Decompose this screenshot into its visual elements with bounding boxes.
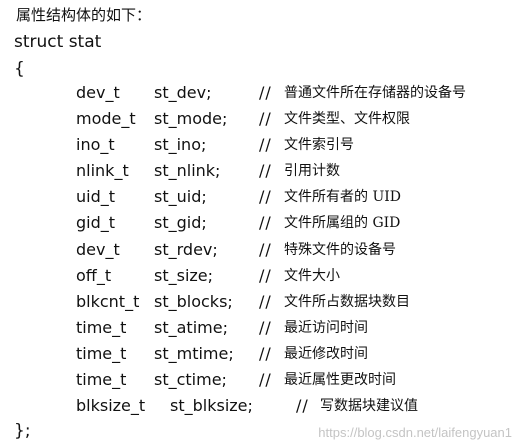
comment-marker: //: [259, 83, 272, 102]
field-type: dev_t: [76, 83, 120, 102]
field-type: blksize_t: [76, 396, 146, 416]
comment-marker: //: [296, 396, 309, 416]
field-comment: 写数据块建议值: [320, 398, 418, 415]
field-type: ino_t: [76, 135, 115, 155]
comment-marker: //: [259, 161, 272, 181]
open-brace: {: [14, 59, 25, 79]
field-comment: 引用计数: [284, 163, 340, 180]
struct-field-st-rdev: dev_t st_rdev; // 特殊文件的设备号: [0, 240, 518, 266]
field-comment: 文件类型、文件权限: [284, 111, 410, 128]
comment-marker: //: [259, 343, 272, 363]
struct-declaration: struct stat: [14, 32, 102, 52]
field-comment: 文件所有者的 UID: [284, 189, 402, 206]
struct-field-st-blksize: blksize_t st_blksize; // 写数据块建议值: [0, 396, 518, 422]
struct-field-st-ctime: time_t st_ctime; // 最近属性更改时间: [0, 370, 518, 396]
field-type: blkcnt_t: [76, 291, 140, 311]
field-comment: 最近属性更改时间: [284, 372, 396, 389]
struct-field-st-mtime: time_t st_mtime; // 最近修改时间: [0, 344, 518, 370]
watermark-url: https://blog.csdn.net/laifengyuan1: [318, 425, 512, 440]
field-name: st_blocks;: [154, 291, 233, 311]
comment-marker: //: [259, 265, 272, 285]
field-name: st_mtime;: [154, 343, 234, 363]
field-comment: 最近访问时间: [284, 319, 368, 336]
field-name: st_uid;: [154, 187, 207, 207]
field-type: nlink_t: [76, 161, 129, 181]
field-name: st_mode;: [154, 109, 228, 129]
field-name: st_dev;: [154, 83, 212, 102]
struct-field-st-atime: time_t st_atime; // 最近访问时间: [0, 318, 518, 344]
field-name: st_blksize;: [170, 396, 253, 416]
field-name: st_rdev;: [154, 239, 218, 259]
field-type: time_t: [76, 343, 127, 363]
field-comment: 文件所占数据块数目: [284, 293, 410, 310]
field-type: time_t: [76, 370, 127, 390]
field-name: st_size;: [154, 265, 214, 285]
comment-marker: //: [259, 213, 272, 233]
struct-field-list: dev_t st_dev; // 普通文件所在存储器的设备号 mode_t st…: [0, 83, 518, 422]
struct-field-st-nlink: nlink_t st_nlink; // 引用计数: [0, 161, 518, 187]
struct-field-st-ino: ino_t st_ino; // 文件索引号: [0, 135, 518, 161]
field-type: off_t: [76, 265, 112, 285]
field-type: gid_t: [76, 213, 116, 233]
field-type: dev_t: [76, 239, 120, 259]
field-comment: 普通文件所在存储器的设备号: [284, 85, 466, 101]
field-comment: 文件索引号: [284, 137, 354, 154]
field-comment: 最近修改时间: [284, 345, 368, 362]
field-comment: 特殊文件的设备号: [284, 241, 396, 258]
field-name: st_ctime;: [154, 370, 227, 390]
close-brace: };: [14, 421, 31, 441]
comment-marker: //: [259, 135, 272, 155]
intro-text: 属性结构体的如下：: [16, 6, 152, 24]
comment-marker: //: [259, 109, 272, 129]
field-type: mode_t: [76, 109, 136, 129]
struct-field-st-uid: uid_t st_uid; // 文件所有者的 UID: [0, 187, 518, 213]
struct-field-st-size: off_t st_size; // 文件大小: [0, 266, 518, 292]
field-name: st_atime;: [154, 317, 228, 337]
struct-field-st-gid: gid_t st_gid; // 文件所属组的 GID: [0, 213, 518, 239]
field-type: uid_t: [76, 187, 116, 207]
comment-marker: //: [259, 317, 272, 337]
field-name: st_ino;: [154, 135, 207, 155]
struct-field-st-dev: dev_t st_dev; // 普通文件所在存储器的设备号: [0, 83, 518, 109]
comment-marker: //: [259, 187, 272, 207]
field-name: st_nlink;: [154, 161, 221, 181]
field-type: time_t: [76, 317, 127, 337]
comment-marker: //: [259, 370, 272, 390]
field-comment: 文件大小: [284, 267, 340, 284]
field-comment: 文件所属组的 GID: [284, 215, 401, 232]
comment-marker: //: [259, 291, 272, 311]
comment-marker: //: [259, 239, 272, 259]
field-name: st_gid;: [154, 213, 207, 233]
struct-field-st-mode: mode_t st_mode; // 文件类型、文件权限: [0, 109, 518, 135]
struct-field-st-blocks: blkcnt_t st_blocks; // 文件所占数据块数目: [0, 292, 518, 318]
